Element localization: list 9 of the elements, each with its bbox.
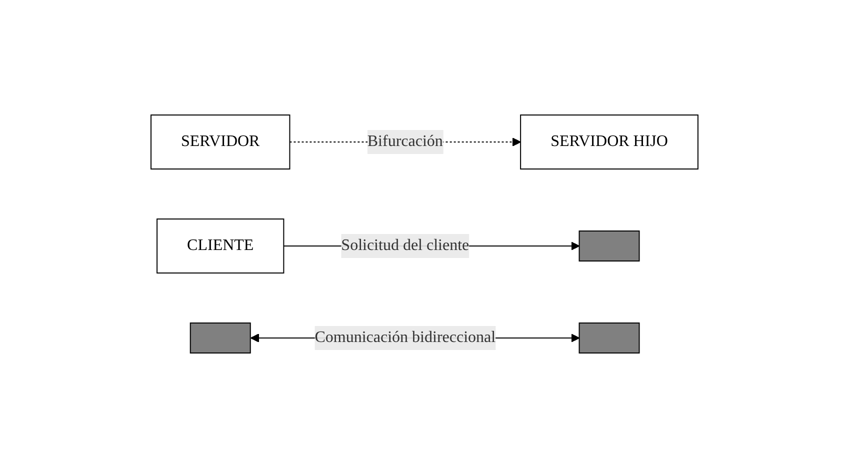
node-box [578,230,640,262]
node-box [190,322,251,354]
node-box [578,322,640,354]
node-box: SERVIDOR [150,114,290,170]
edge-label: Bifurcación [367,133,443,150]
edge-label: Comunicación bidireccional [314,329,496,346]
edge-label: Solicitud del cliente [341,237,470,254]
node-box: SERVIDOR HIJO [520,114,698,170]
node-box: CLIENTE [156,218,284,274]
